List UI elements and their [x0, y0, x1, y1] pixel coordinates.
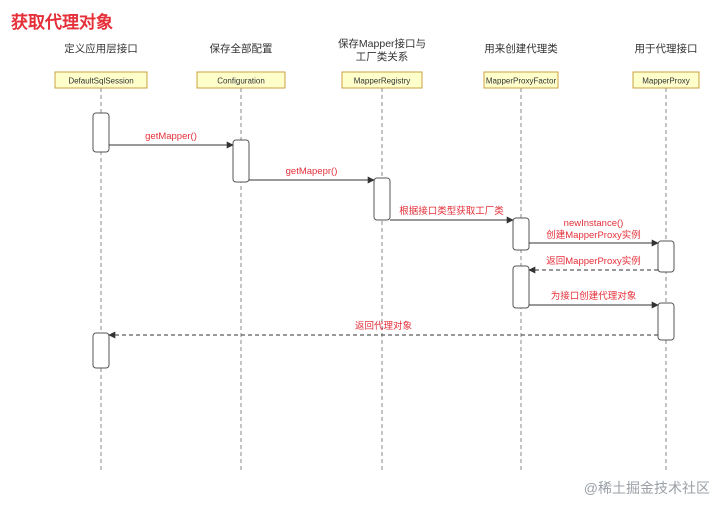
- activation-bar-0: [92, 112, 110, 153]
- participant-box-4: [632, 71, 700, 89]
- participant-name-4: MapperProxy: [642, 77, 690, 86]
- message-label-5: 为接口创建代理对象: [551, 290, 637, 302]
- participant-role-0: 定义应用层接口: [64, 43, 138, 55]
- diagram-title: 获取代理对象: [11, 13, 113, 32]
- activation-bar-4: [657, 240, 675, 273]
- watermark: @稀土掘金技术社区: [583, 480, 710, 496]
- activation-bar-6: [657, 302, 675, 341]
- participant-name-0: DefaultSqlSession: [68, 77, 133, 86]
- message-sublabel-3: 创建MapperProxy实例: [546, 229, 641, 241]
- activation-bar-1: [232, 139, 250, 183]
- activation-bar-7: [92, 332, 110, 369]
- activation-bar-2: [373, 177, 391, 221]
- participant-box-0: [54, 71, 148, 89]
- participant-name-3: MapperProxyFactor: [486, 77, 557, 86]
- participant-role-3: 用来创建代理类: [484, 43, 558, 55]
- activation-bar-5: [512, 265, 530, 309]
- message-label-1: getMapepr(): [286, 166, 338, 177]
- participant-box-3: [483, 71, 559, 89]
- message-label-2: 根据接口类型获取工厂类: [399, 205, 504, 217]
- participant-box-2: [341, 71, 423, 89]
- message-label-6: 返回代理对象: [355, 320, 413, 332]
- message-label-4: 返回MapperProxy实例: [546, 255, 641, 267]
- message-label-3: newInstance(): [564, 218, 624, 229]
- message-label-0: getMapper(): [145, 131, 197, 142]
- participant-name-2: MapperRegistry: [354, 77, 410, 86]
- participant-role-4: 用于代理接口: [634, 43, 698, 55]
- participant-role-1: 保存全部配置: [209, 43, 273, 55]
- participant-name-1: Configuration: [217, 77, 265, 86]
- participant-role-2: 保存Mapper接口与 工厂类关系: [337, 38, 427, 63]
- activation-bar-3: [512, 217, 530, 251]
- participant-box-1: [196, 71, 286, 89]
